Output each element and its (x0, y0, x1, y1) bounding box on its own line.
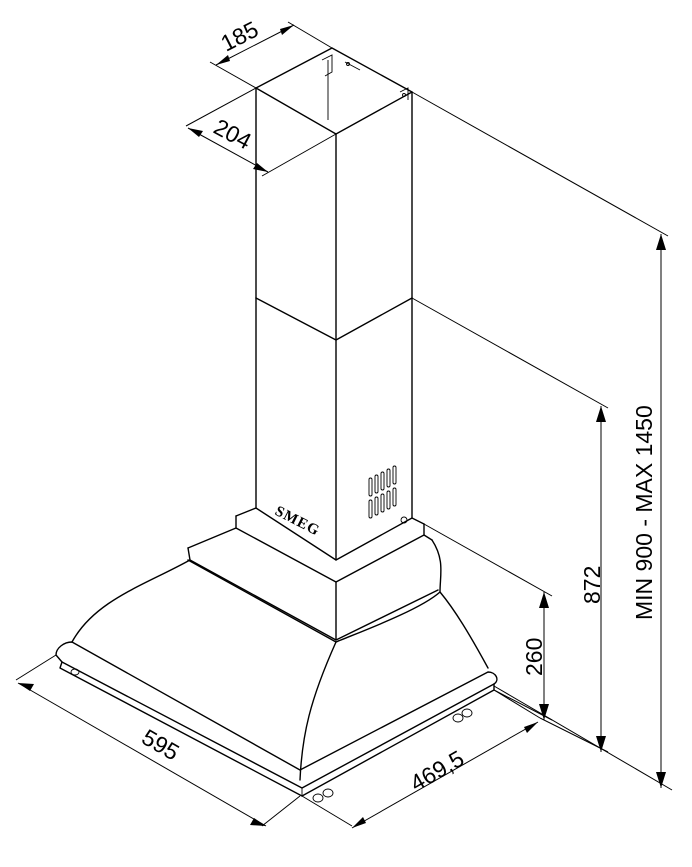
dimension-chimney-depth: 185 (209, 16, 333, 89)
dim-label-260: 260 (521, 638, 547, 676)
dimension-depth: 469,5 (301, 689, 541, 829)
hood-canopy (55, 507, 498, 803)
dimension-chimney-width: 204 (185, 87, 337, 177)
dim-label-185: 185 (216, 16, 262, 57)
chimney-lower-section: SMEG (255, 297, 413, 561)
dimension-height-range: MIN 900 - MAX 1450 (411, 91, 673, 791)
dim-label-height-range: MIN 900 - MAX 1450 (631, 405, 657, 620)
dimension-lower-height: 872 (411, 297, 609, 753)
dim-label-872: 872 (579, 566, 605, 604)
dimension-width: 595 (15, 654, 301, 827)
vent-grille (368, 465, 408, 524)
dimension-canopy-height: 260 (423, 523, 553, 721)
control-knobs (70, 668, 473, 803)
chimney-upper-section (255, 47, 413, 341)
dim-label-469-5: 469,5 (406, 745, 469, 796)
dim-label-204: 204 (210, 113, 256, 154)
